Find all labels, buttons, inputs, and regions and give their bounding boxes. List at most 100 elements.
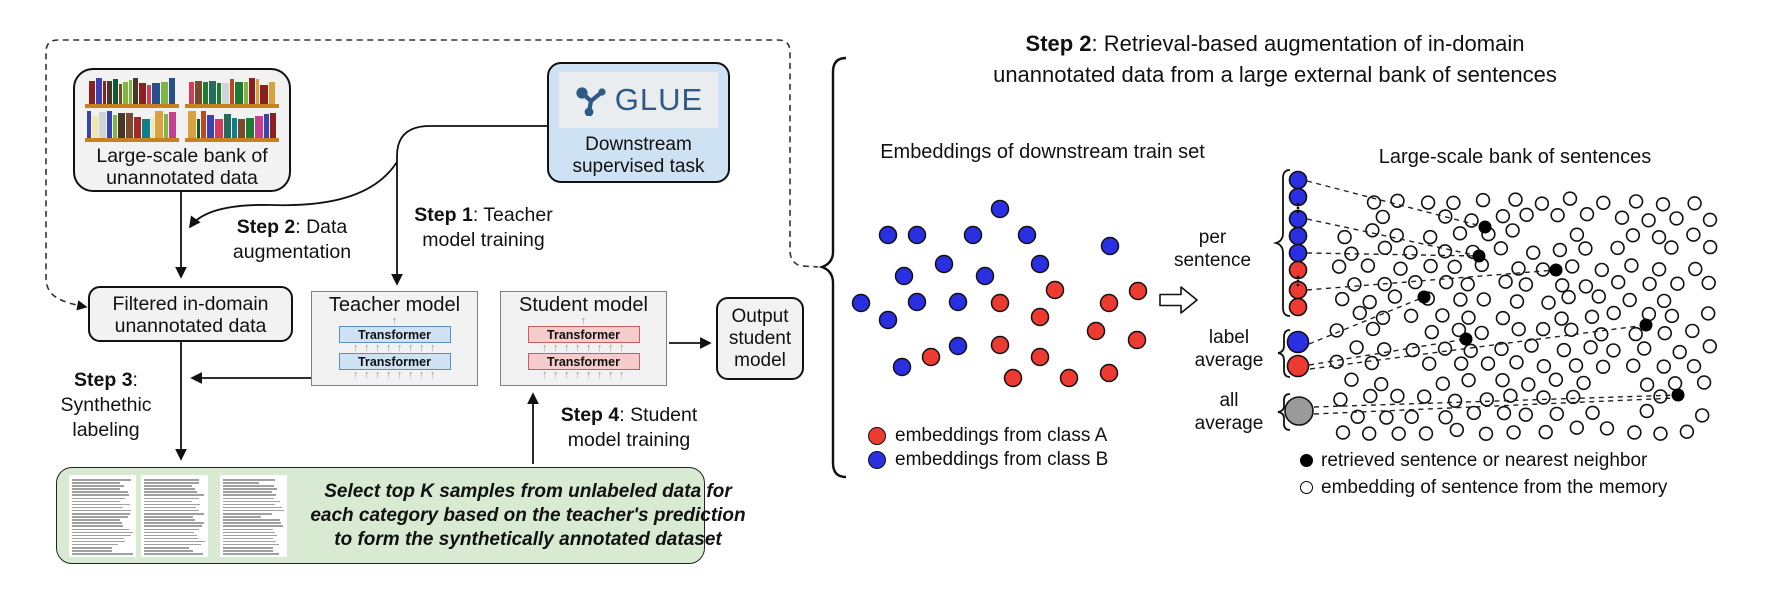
doc-text-line	[144, 485, 193, 487]
memory-embedding-dot	[1688, 261, 1703, 277]
doc-text-line	[223, 537, 273, 540]
doc-text-line	[223, 528, 274, 530]
book-spine	[95, 78, 102, 104]
glue-box-label: Downstream supervised task	[572, 134, 705, 177]
book-spine	[268, 82, 275, 104]
memory-embedding-dot	[1519, 207, 1534, 223]
memory-embedding-dot	[1451, 322, 1467, 338]
doc-text-line	[144, 503, 200, 506]
book-spine	[151, 118, 154, 138]
retrieved-dot	[1639, 318, 1653, 332]
doc-text-line	[72, 550, 113, 552]
memory-embedding-dot	[1476, 292, 1492, 307]
class-a-dot	[990, 293, 1010, 313]
memory-embedding-dot	[1508, 192, 1523, 207]
memory-embedding-dot	[1438, 410, 1453, 425]
book-spine	[263, 114, 269, 138]
vertical-ellipsis-icon	[1296, 275, 1300, 279]
book-spine	[132, 78, 138, 104]
doc-text-line	[144, 543, 202, 546]
class-a-dot	[1059, 368, 1079, 388]
memory-embedding-dot	[1377, 240, 1393, 256]
memory-embedding-dot	[1656, 359, 1672, 374]
memory-embedding-dot	[1594, 262, 1610, 278]
memory-embedding-dot	[1376, 342, 1392, 357]
doc-text-line	[72, 522, 122, 524]
book-spine	[214, 119, 223, 138]
memory-embedding-dot	[1365, 321, 1381, 337]
memory-embedding-dot	[1424, 324, 1440, 340]
retrieved-dot	[1472, 249, 1486, 263]
memory-embedding-dot	[1565, 389, 1581, 405]
class-a-dot	[1099, 293, 1119, 313]
up-arrows-icon: ↑↑↑↑↑↑↑↑	[353, 342, 441, 354]
class-b-dot	[1100, 236, 1120, 256]
book-spine	[118, 84, 122, 104]
retrieval-link	[1306, 252, 1480, 257]
legend-label: embedding of sentence from the memory	[1321, 476, 1668, 498]
doc-text-line	[144, 534, 197, 537]
class-b-dot	[907, 225, 927, 245]
query-circle	[1288, 243, 1308, 263]
class-b-dot	[878, 310, 898, 330]
book-spine	[155, 111, 163, 138]
memory-embedding-dot	[1460, 277, 1475, 292]
book-spine	[229, 79, 234, 104]
memory-embedding-dot	[1422, 229, 1438, 245]
doc-text-line	[223, 525, 283, 527]
memory-embedding-dot	[1361, 426, 1377, 441]
legend-row-memory: embedding of sentence from the memory	[1300, 474, 1667, 501]
memory-embedding-dot	[1496, 405, 1512, 421]
memory-embedding-dot	[1331, 259, 1347, 274]
memory-embedding-dot	[1495, 209, 1511, 224]
book-spine	[164, 114, 168, 138]
dashed-container-border	[45, 39, 819, 311]
doc-text-line	[144, 482, 200, 484]
memory-embedding-dot	[1435, 376, 1451, 391]
memory-embedding-dot	[1334, 291, 1350, 307]
memory-embedding-dot	[1664, 240, 1679, 255]
memory-embedding-dot	[1679, 424, 1695, 439]
filled-dot-icon	[1300, 454, 1313, 467]
up-arrow-icon: ↑	[391, 315, 398, 327]
vertical-ellipsis-icon	[1296, 206, 1300, 210]
legend-row-retrieved: retrieved sentence or nearest neighbor	[1300, 447, 1667, 474]
memory-embedding-dot	[1408, 275, 1423, 290]
book-spine	[142, 119, 150, 138]
memory-embedding-dot	[1685, 323, 1700, 339]
memory-embedding-dot	[1561, 289, 1576, 305]
memory-embedding-dot	[1651, 262, 1667, 277]
memory-embedding-dot	[1670, 276, 1685, 291]
memory-embedding-dot	[1568, 358, 1584, 373]
doc-text-line	[144, 553, 203, 555]
memory-embedding-dot	[1344, 372, 1359, 387]
book-spine	[128, 80, 132, 104]
filtered-box-label: Filtered in-domain unannotated data	[112, 293, 269, 337]
memory-embedding-dot	[1702, 339, 1718, 354]
doc-text-line	[223, 516, 261, 518]
bookshelf-unit	[185, 76, 279, 108]
doc-text-line	[72, 479, 131, 481]
memory-embedding-dot	[1579, 207, 1595, 222]
book-spine	[188, 82, 194, 104]
doc-text-line	[144, 516, 194, 518]
per-sentence-brace	[1272, 169, 1291, 317]
memory-embedding-dot	[1505, 223, 1520, 238]
memory-embedding-dot	[1452, 226, 1468, 241]
book-spine	[146, 85, 151, 104]
memory-embedding-dot	[1480, 356, 1496, 371]
memory-embedding-dot	[1360, 258, 1376, 273]
memory-embedding-dot	[1349, 340, 1364, 355]
memory-embedding-dot	[1391, 426, 1406, 441]
memory-embedding-dot	[1700, 306, 1716, 321]
book-spine	[187, 111, 196, 138]
memory-embedding-dot	[1418, 426, 1434, 441]
query-circle	[1288, 170, 1308, 190]
doc-text-line	[223, 547, 274, 549]
memory-embedding-dot	[1438, 275, 1454, 290]
up-arrow-icon: ↑	[580, 315, 587, 327]
memory-embedding-dot	[1403, 245, 1418, 260]
memory-embedding-dot	[1534, 196, 1550, 211]
memory-embedding-dot	[1535, 262, 1551, 277]
memory-embedding-dot	[1564, 322, 1579, 337]
